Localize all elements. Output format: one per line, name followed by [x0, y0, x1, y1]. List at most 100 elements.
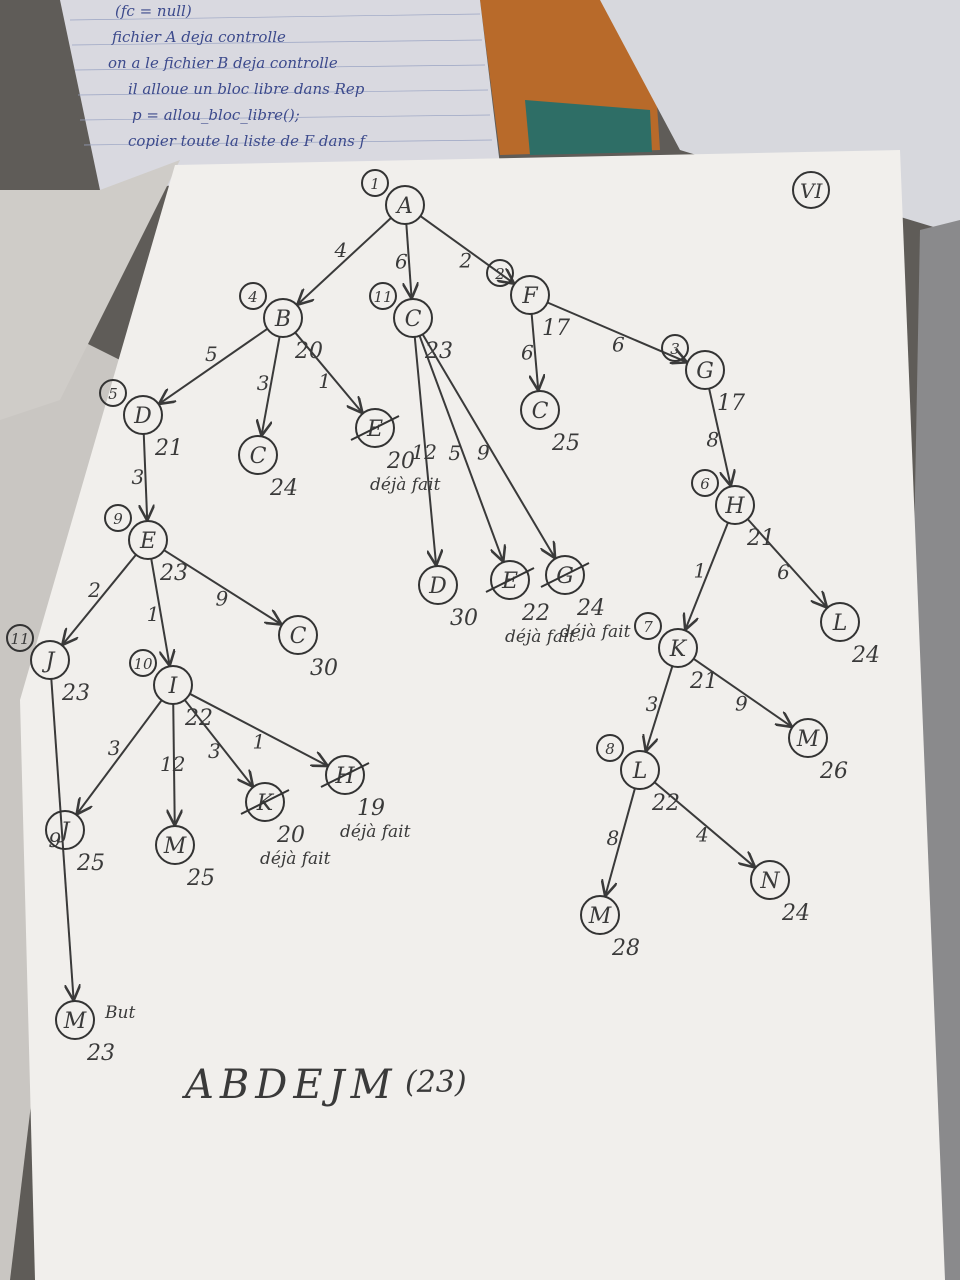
tree-edge — [686, 522, 729, 629]
visit-order-label: 11 — [373, 288, 392, 306]
tree-edge — [160, 327, 268, 403]
edge-weight-label: 4 — [695, 823, 709, 847]
tree-edge — [693, 657, 791, 726]
edge-weight-label: 3 — [208, 739, 221, 763]
tree-node-label: H — [724, 494, 745, 519]
tree-node-label: L — [832, 611, 848, 636]
tree-node-circle — [820, 602, 860, 642]
tree-node-circle — [238, 435, 278, 475]
tree-node-circle — [128, 520, 168, 560]
tree-node-label: K — [256, 791, 275, 816]
edge-weight-label: 6 — [777, 560, 790, 584]
tree-node-label: D — [133, 404, 152, 429]
tree-node-label: F — [521, 284, 538, 309]
node-cost-label: 30 — [450, 606, 478, 631]
node-cost-label: 24 — [851, 643, 880, 668]
tree-edge — [78, 699, 163, 813]
tree-node-circle — [325, 755, 365, 795]
tree-node-circle — [545, 555, 585, 595]
tree-node-label: M — [63, 1009, 87, 1034]
node-cost-label: 25 — [551, 431, 580, 456]
node-cost-label: 23 — [159, 561, 188, 586]
tree-node-label: B — [274, 307, 291, 332]
tree-node-label: C — [532, 399, 549, 424]
tree-node-circle — [153, 665, 193, 705]
tree-node-circle — [263, 298, 303, 338]
node-note-label: But — [104, 1003, 135, 1023]
tree-node-label: J — [42, 649, 56, 674]
corner-mark-circle — [792, 171, 830, 209]
node-cost-label: 26 — [819, 759, 848, 784]
note-line-4: il alloue un bloc libre dans Rep — [128, 80, 365, 98]
node-cost-label: 22 — [651, 791, 680, 816]
tree-node-label: M — [796, 727, 820, 752]
node-cost-label: 25 — [186, 866, 215, 891]
tree-node-circle — [520, 390, 560, 430]
tree-edge — [406, 223, 411, 297]
tree-node-circle — [715, 485, 755, 525]
edge-weight-label: 1 — [693, 558, 706, 582]
edge-weight-label: 8 — [607, 826, 620, 850]
visit-order-label: 2 — [494, 265, 505, 283]
edge-weight-label: 2 — [87, 578, 101, 602]
tree-edge — [63, 554, 137, 644]
tree-edge — [294, 331, 361, 412]
tree-edge — [173, 703, 175, 824]
visit-order-circle — [129, 649, 157, 677]
tree-node-label: A — [395, 194, 413, 219]
node-cost-label: 21 — [746, 526, 775, 551]
tree-node-label: C — [405, 307, 422, 332]
tree-node-label: M — [588, 904, 612, 929]
visit-order-label: 1 — [370, 175, 380, 193]
tree-node-circle — [385, 185, 425, 225]
node-cost-label: 21 — [689, 669, 718, 694]
tree-edge — [298, 217, 392, 304]
tree-node-circle — [55, 1000, 95, 1040]
tree-edge — [144, 433, 147, 519]
tree-node-circle — [30, 640, 70, 680]
node-cost-label: 20 — [294, 339, 323, 364]
edge-weight-label: 9 — [735, 692, 748, 716]
visit-order-label: 9 — [113, 510, 123, 528]
tree-edge — [413, 336, 436, 564]
edge-weight-label: 5 — [448, 441, 461, 465]
node-note-label: déjà fait — [370, 475, 441, 495]
tree-node-label: E — [501, 569, 518, 594]
node-cost-label: 20 — [386, 449, 415, 474]
tree-node-label: G — [696, 359, 714, 384]
result-path: ABDEJM — [181, 1062, 398, 1108]
tree-node-circle — [245, 782, 285, 822]
edge-weight-label: 3 — [257, 371, 270, 395]
visit-order-circle — [99, 379, 127, 407]
edge-weight-label: 6 — [612, 332, 625, 356]
edge-weight-label: 12 — [160, 752, 185, 776]
tree-edge — [189, 692, 327, 765]
tree-edge — [421, 333, 555, 557]
tree-edge — [262, 336, 281, 435]
note-line-2: fichier A deja controlle — [111, 28, 286, 46]
visit-order-label: 10 — [133, 655, 153, 673]
tree-node-label: L — [632, 759, 648, 784]
tree-node-circle — [788, 718, 828, 758]
node-strikethrough — [540, 562, 590, 588]
node-cost-label: 20 — [276, 823, 305, 848]
tree-edge — [708, 388, 730, 485]
edge-weight-label: 1 — [253, 729, 266, 753]
node-cost-label: 17 — [717, 391, 745, 416]
tree-edge — [419, 215, 513, 283]
teal-folder-corner — [525, 100, 652, 155]
edge-weight-label: 1 — [318, 369, 331, 393]
visit-order-label: 11 — [10, 630, 29, 648]
edge-weight-label: 9 — [49, 828, 62, 852]
edge-weight-label: 2 — [458, 248, 472, 272]
tree-node-label: G — [556, 564, 574, 589]
node-cost-label: 30 — [310, 656, 338, 681]
tree-edge — [646, 665, 674, 750]
visit-order-label: 8 — [605, 740, 615, 758]
tree-node-label: M — [163, 834, 187, 859]
edge-weight-label: 1 — [147, 602, 160, 626]
node-cost-label: 25 — [76, 851, 105, 876]
tree-node-label: D — [428, 574, 447, 599]
edge-weight-label: 8 — [706, 428, 719, 452]
node-cost-label: 24 — [781, 901, 810, 926]
